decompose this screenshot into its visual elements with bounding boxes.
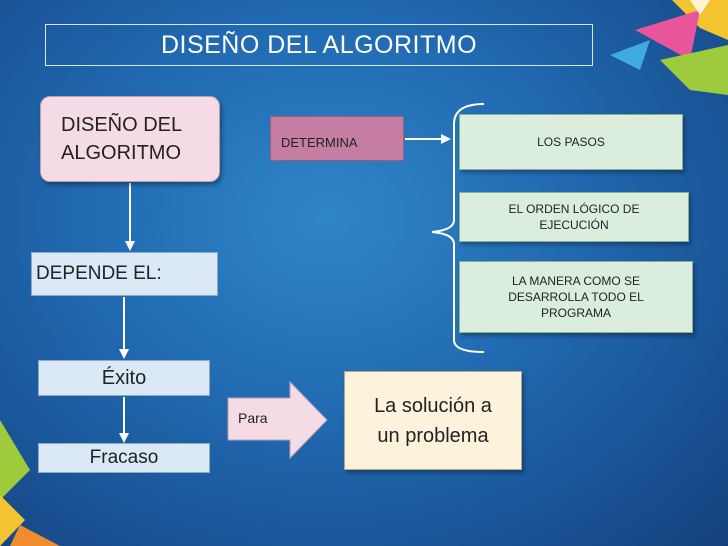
node-solucion: La solución a un problema [344, 371, 522, 470]
node-orden-line-2: EJECUCIÓN [539, 218, 609, 232]
node-los-pasos: LOS PASOS [459, 114, 683, 170]
node-determina: DETERMINA [270, 116, 404, 161]
node-diseno-line-2: ALGORITMO [61, 142, 182, 164]
node-manera: LA MANERA COMO SE DESARROLLA TODO EL PRO… [459, 261, 693, 333]
node-diseno-algoritmo: DISEÑO DEL ALGORITMO [40, 96, 220, 182]
arrow-main-to-depende [125, 183, 135, 251]
para-arrow [227, 380, 328, 460]
decorative-shapes-top-right [610, 0, 728, 95]
node-manera-line-3: PROGRAMA [540, 306, 611, 320]
node-exito: Éxito [38, 360, 210, 396]
node-los-pasos-label: LOS PASOS [537, 135, 605, 149]
curly-brace [431, 103, 485, 353]
node-manera-line-2: DESARROLLA TODO EL [508, 290, 644, 304]
arrow-exito-to-fracaso [119, 397, 129, 443]
decorative-shapes-bottom-left [0, 420, 60, 546]
node-orden-line-1: EL ORDEN LÓGICO DE [508, 202, 640, 216]
node-manera-line-1: LA MANERA COMO SE [511, 274, 641, 288]
page-title: DISEÑO DEL ALGORITMO [45, 24, 593, 66]
node-solucion-line-1: La solución a [374, 394, 492, 417]
arrow-depende-to-exito [119, 297, 129, 359]
node-diseno-line-1: DISEÑO DEL [61, 114, 183, 136]
para-label: Para [238, 410, 268, 426]
node-orden-logico: EL ORDEN LÓGICO DE EJECUCIÓN [459, 192, 689, 242]
node-depende-el: DEPENDE EL: [31, 252, 218, 296]
node-fracaso: Fracaso [38, 443, 210, 473]
arrow-determina-to-steps [405, 134, 451, 144]
node-solucion-line-2: un problema [377, 424, 489, 447]
